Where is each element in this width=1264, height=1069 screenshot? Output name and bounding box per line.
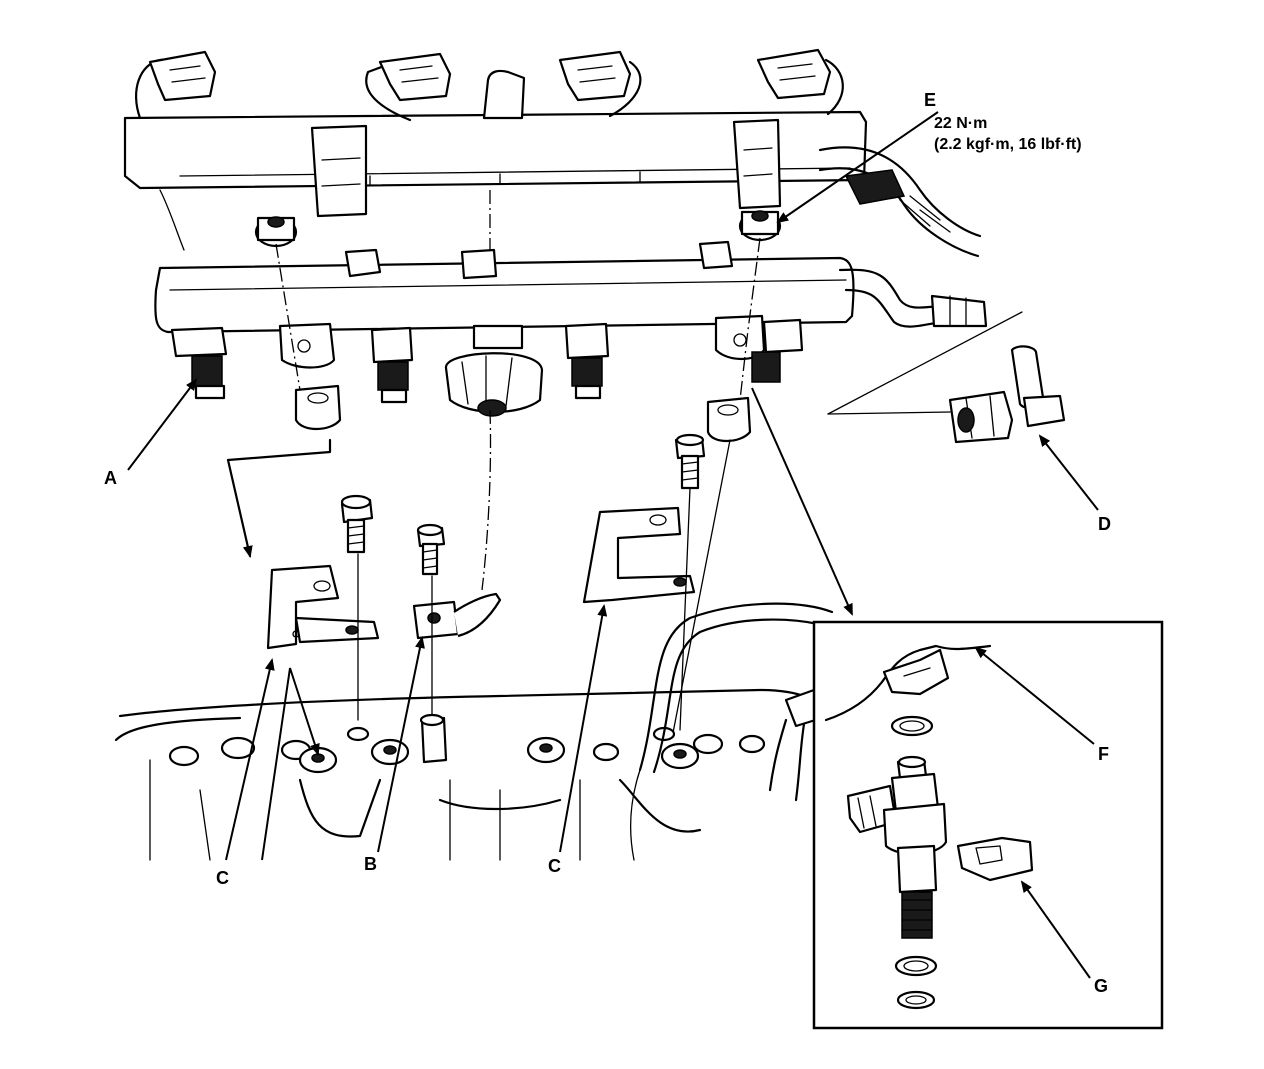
bracket-right: [582, 506, 696, 604]
harness-connector-3: [558, 50, 642, 118]
bracket-clamp-b: [412, 592, 502, 640]
torque-spec-line2: (2.2 kgf·m, 16 lbf·ft): [934, 136, 1082, 153]
callout-b: B: [364, 854, 377, 874]
bolt-left: [340, 494, 374, 554]
bolt-right: [674, 433, 706, 490]
torque-spec-line1: 22 N·m: [934, 115, 987, 132]
callout-c-right: C: [548, 856, 561, 876]
injector-4: [751, 318, 804, 383]
harness-connector-4: [756, 48, 844, 116]
wire-harness: [123, 48, 982, 258]
cylinder-head: [114, 688, 832, 861]
bracket-left: [266, 564, 380, 650]
callout-f: F: [1098, 744, 1109, 764]
nut-left: [254, 216, 298, 248]
callout-c-left: C: [216, 868, 229, 888]
callout-d: D: [1098, 514, 1111, 534]
alignment-lines: [226, 190, 761, 739]
fuel-rail: [154, 240, 988, 334]
injector-3: [564, 322, 610, 400]
spacer-left: [294, 384, 342, 431]
inset-detail-box: [812, 620, 1164, 1030]
bolt-middle: [416, 523, 446, 576]
injector-2: [370, 326, 414, 404]
callout-g: G: [1094, 976, 1108, 996]
leader-lines: [127, 111, 1099, 979]
quick-connect-fitting: [827, 311, 1066, 444]
harness-connector-1: [135, 50, 217, 120]
nut-right: [738, 210, 782, 242]
injector-clip: [956, 836, 1034, 882]
callout-a: A: [104, 468, 117, 488]
pulsation-damper: [444, 324, 544, 417]
rail-lug-left: [278, 322, 336, 369]
callout-e: E: [924, 90, 936, 110]
injector-1: [170, 326, 228, 400]
inset-injector: [846, 755, 948, 939]
spacer-right: [706, 396, 752, 443]
harness-connector-2: [365, 52, 452, 122]
